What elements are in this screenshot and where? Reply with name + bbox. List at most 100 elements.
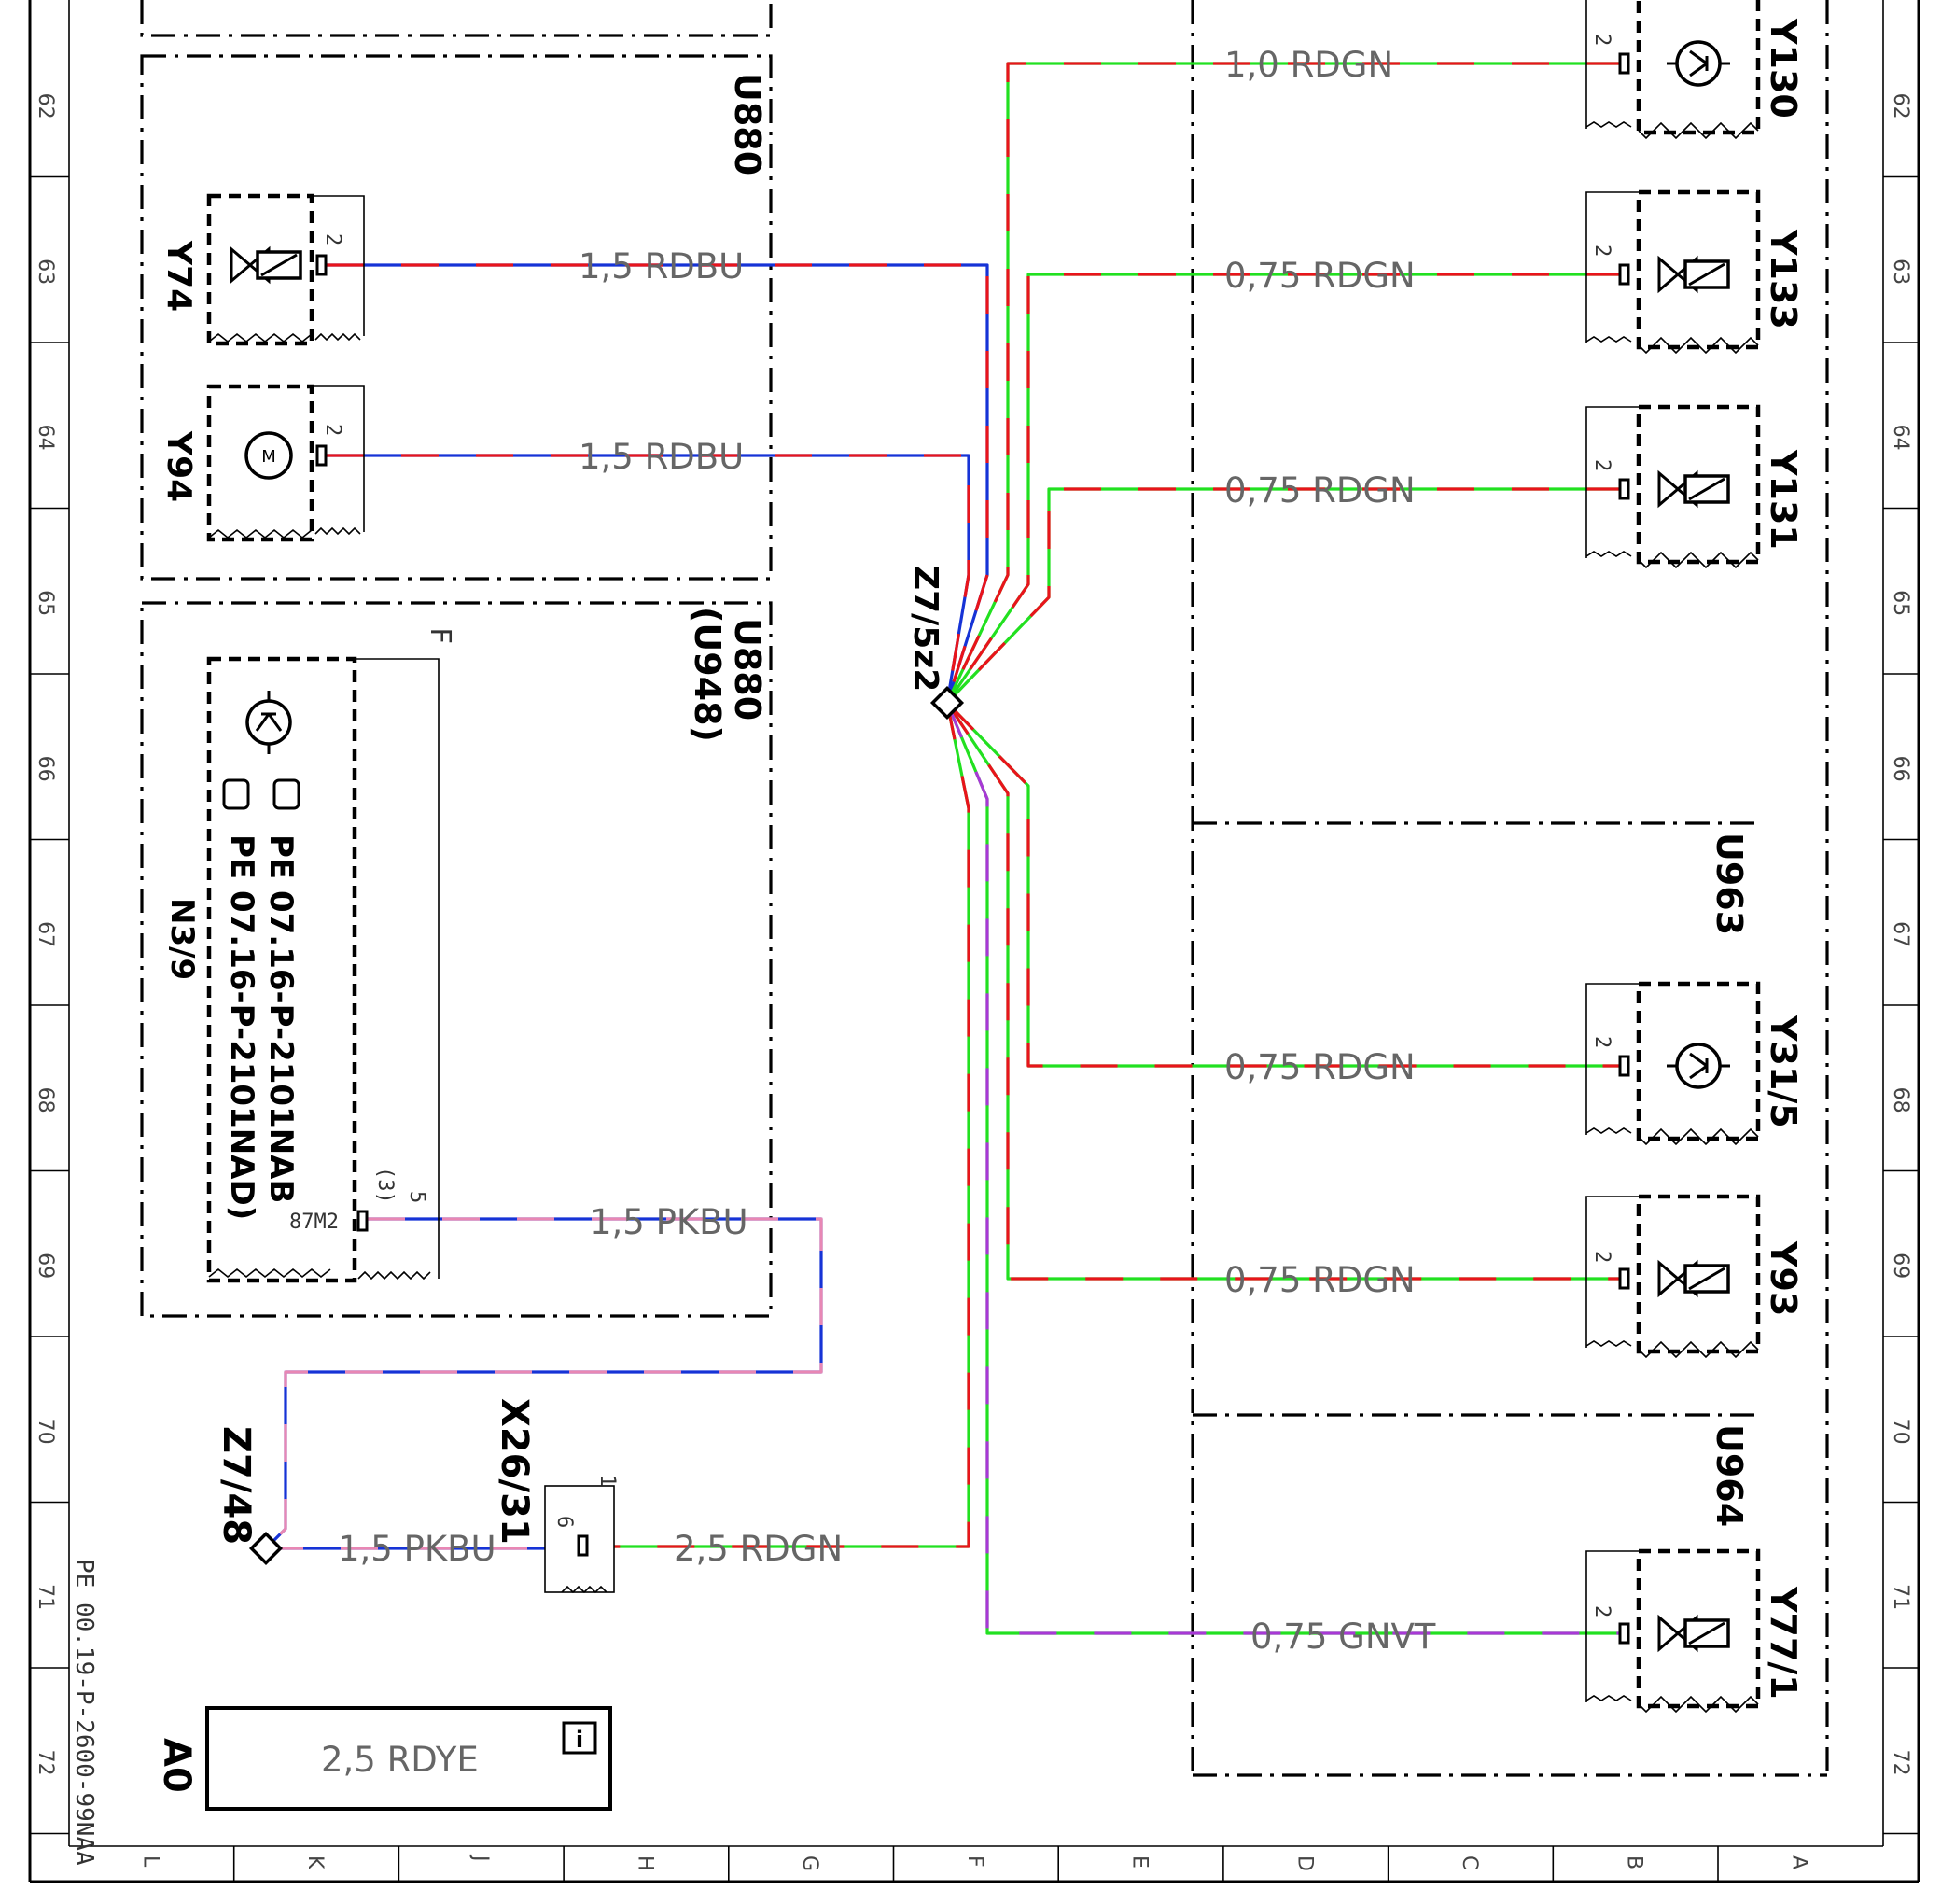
wire-label-y130: 1,0 RDGN xyxy=(1224,45,1393,85)
group-u880-top: U880 xyxy=(727,73,768,175)
row-label-right: 64 xyxy=(1889,425,1912,451)
row-label-left: 63 xyxy=(34,259,57,285)
valve-icon xyxy=(1657,1616,1730,1651)
row-label-right: 70 xyxy=(1889,1419,1912,1445)
row-label-left: 65 xyxy=(34,590,57,616)
wire-labels: 1,5 RDBU 1,5 RDBU 1,0 RDGN 0,75 RDGN 0,7… xyxy=(338,45,1436,1657)
valve-icon xyxy=(1657,1261,1730,1296)
wire-label-n3-9: 1,5 PKBU xyxy=(590,1202,748,1242)
ref-x26-31: X26/31 xyxy=(493,1398,536,1545)
group-u963: U963 xyxy=(1709,833,1750,935)
row-label-right: 72 xyxy=(1889,1750,1912,1776)
column-label: D xyxy=(1292,1855,1316,1871)
component-y133 xyxy=(1585,189,1761,355)
wire-y31-5-stripe xyxy=(945,701,1624,1068)
wire-label-y31-5: 0,75 RDGN xyxy=(1224,1047,1416,1087)
column-label: A xyxy=(1787,1855,1810,1869)
row-label-left: 70 xyxy=(34,1419,57,1445)
column-label: L xyxy=(138,1855,161,1868)
info-icon: i xyxy=(562,1721,597,1755)
wire-x26 xyxy=(614,702,970,1548)
pin-label: 2 xyxy=(1590,34,1613,46)
ref-y93: Y93 xyxy=(1763,1240,1804,1316)
column-label: H xyxy=(633,1855,656,1871)
right-components xyxy=(1585,0,1761,1714)
ref-y131: Y131 xyxy=(1763,449,1804,550)
note-2: PE 07.16-P-2101NAD) xyxy=(223,834,260,1220)
pin-label: 2 xyxy=(1590,245,1613,257)
row-label-left: 67 xyxy=(34,921,57,947)
wire-y93 xyxy=(945,702,1624,1281)
component-y77-1 xyxy=(1585,1548,1761,1714)
row-label-right: 69 xyxy=(1889,1253,1912,1279)
row-label-right: 68 xyxy=(1889,1087,1912,1113)
hand-icon xyxy=(222,778,300,810)
component-y131 xyxy=(1585,404,1761,569)
row-label-left: 68 xyxy=(34,1087,57,1113)
connector-x26-31: 6 1 X26/31 xyxy=(493,1398,619,1594)
ref-y74: Y74 xyxy=(160,240,198,312)
row-label-right: 63 xyxy=(1889,259,1912,285)
wire-label-y77-1: 0,75 GNVT xyxy=(1250,1617,1436,1657)
row-label-right: 67 xyxy=(1889,921,1912,947)
mark-f: F xyxy=(424,627,456,644)
pin-name: 87M2 xyxy=(289,1211,339,1234)
row-label-left: 72 xyxy=(34,1750,57,1776)
pin-label: 2 xyxy=(1590,1036,1613,1048)
wire-harness xyxy=(237,62,1624,1760)
ref-y94: Y94 xyxy=(160,430,198,502)
row-label-right: 65 xyxy=(1889,590,1912,616)
pin-label: 2 xyxy=(321,424,344,436)
pin-label: 2 xyxy=(321,233,344,245)
row-label-left: 69 xyxy=(34,1253,57,1279)
wire-y94-stripe xyxy=(327,454,970,704)
wire-label-z7-48: 1,5 PKBU xyxy=(338,1529,496,1569)
row-label-right: 71 xyxy=(1889,1584,1912,1610)
component-y74: 2 Y74 xyxy=(160,193,365,346)
legend-a0: i 2,5 RDYE A0 xyxy=(155,1706,612,1811)
wire-y93-stripe xyxy=(945,702,1624,1281)
pin-label: 2 xyxy=(1590,1251,1613,1263)
column-label: B xyxy=(1623,1855,1646,1869)
wire-y130-stripe xyxy=(945,62,1624,704)
row-label-left: 64 xyxy=(34,425,57,451)
pin-label: 5 xyxy=(405,1191,428,1203)
note-1: PE 07.16-P-2101NAB xyxy=(262,834,300,1203)
component-y31-5 xyxy=(1585,981,1761,1146)
wire-label-y131: 0,75 RDGN xyxy=(1224,470,1416,511)
wire-label-x26: 2,5 RDGN xyxy=(674,1529,843,1569)
wire-label-y93: 0,75 RDGN xyxy=(1224,1260,1416,1300)
pin-label: 2 xyxy=(1590,459,1613,471)
wire-x26-stripe xyxy=(614,702,970,1548)
svg-text:i: i xyxy=(576,1727,583,1753)
row-label-left: 66 xyxy=(34,756,57,782)
wire-label-y94: 1,5 RDBU xyxy=(579,437,744,477)
row-label-left: 71 xyxy=(34,1584,57,1610)
ref-z7-48: Z7/48 xyxy=(215,1426,258,1545)
pin-alt-label: (3) xyxy=(373,1167,397,1204)
pin-top-label: 1 xyxy=(595,1475,619,1487)
wire-y131-stripe xyxy=(945,487,1624,705)
component-y94: 2 Y94 xyxy=(160,384,365,542)
ref-z7-5z2: Z7/5z2 xyxy=(906,566,944,692)
row-label-right: 62 xyxy=(1889,93,1912,119)
ref-y31-5: Y31/5 xyxy=(1763,1015,1804,1128)
pump-icon xyxy=(1665,1043,1732,1089)
pin-label: 6 xyxy=(552,1516,576,1528)
wire-y77-1 xyxy=(945,702,1624,1635)
pump-icon xyxy=(1665,40,1732,87)
wire-y74-stripe xyxy=(327,263,989,704)
row-label-right: 66 xyxy=(1889,756,1912,782)
wire-y31-5 xyxy=(945,701,1624,1068)
column-label: K xyxy=(303,1855,327,1869)
legend-wire-label: 2,5 RDYE xyxy=(321,1740,479,1780)
valve-icon xyxy=(1657,471,1730,507)
wire-n3-9 xyxy=(264,1217,823,1550)
pin-label: 2 xyxy=(1590,1605,1613,1617)
ref-y77-1: Y77/1 xyxy=(1763,1586,1804,1700)
ref-y130: Y130 xyxy=(1763,18,1804,119)
row-label-left: 62 xyxy=(34,93,57,119)
group-boxes xyxy=(140,0,1829,1777)
